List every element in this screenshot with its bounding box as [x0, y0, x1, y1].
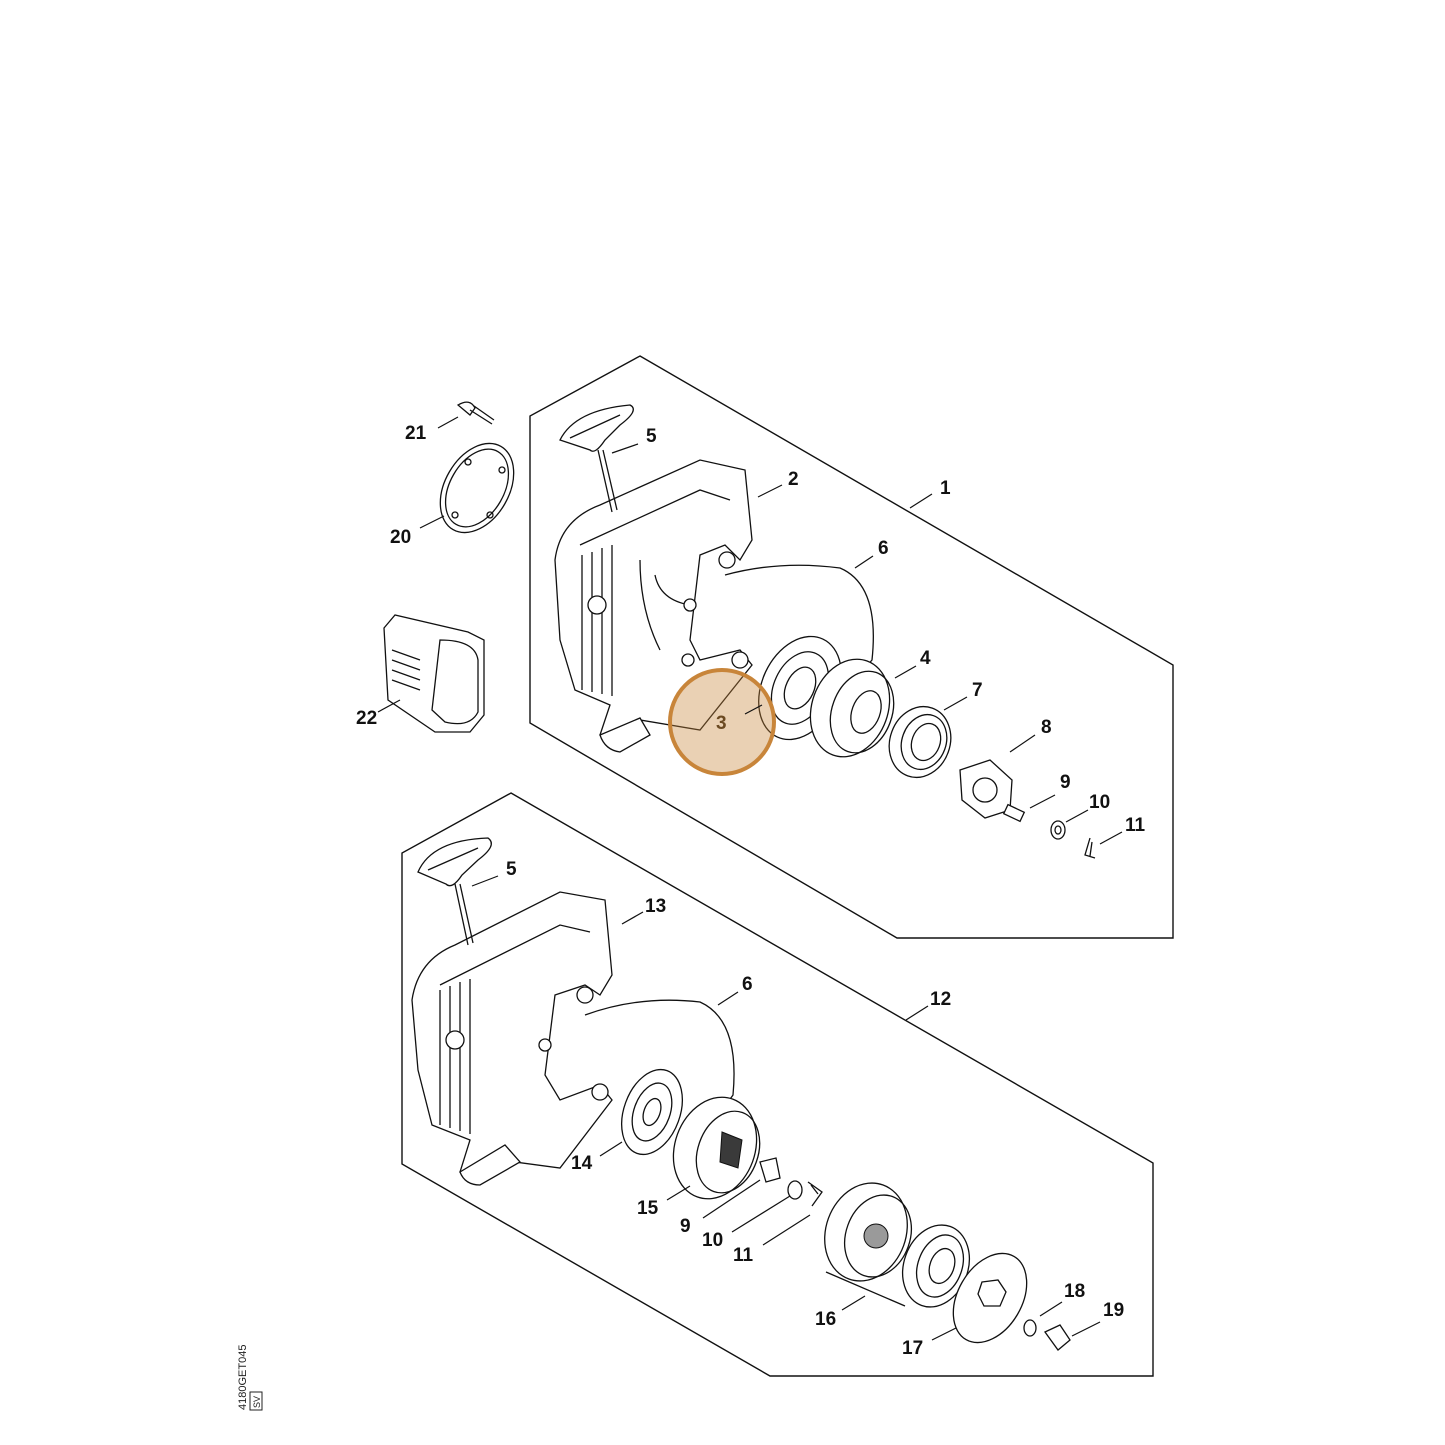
label-part-2: 2 [788, 469, 799, 490]
label-part-10-upper: 10 [1089, 792, 1110, 813]
label-part-14: 14 [571, 1153, 593, 1174]
screw-21 [456, 401, 495, 425]
label-part-19: 19 [1103, 1300, 1124, 1321]
drawing-code-box-text: SV [252, 1396, 262, 1408]
label-part-13: 13 [645, 896, 666, 917]
label-part-21: 21 [405, 423, 427, 444]
label-part-1: 1 [940, 478, 951, 499]
label-part-6-lower: 6 [742, 974, 753, 995]
label-part-17: 17 [902, 1338, 923, 1359]
label-part-9-lower: 9 [680, 1216, 691, 1237]
label-part-10-lower: 10 [702, 1230, 723, 1251]
washer-10-lower [787, 1180, 803, 1200]
label-part-16: 16 [815, 1309, 836, 1330]
spring-clip-upper [1084, 837, 1096, 859]
leader-lines [377, 416, 1123, 1341]
label-part-22: 22 [356, 708, 377, 729]
washer-upper [1050, 820, 1066, 840]
pawl-carrier-upper [959, 759, 1026, 823]
air-guide-22 [383, 614, 485, 733]
pawl-9-lower [759, 1157, 781, 1183]
label-part-8: 8 [1041, 717, 1052, 738]
label-part-20: 20 [390, 527, 411, 548]
label-part-11-upper: 11 [1125, 815, 1146, 836]
label-part-18: 18 [1064, 1281, 1085, 1302]
spring-upper [888, 705, 952, 779]
label-part-5-upper: 5 [646, 426, 657, 447]
label-part-6-upper: 6 [878, 538, 889, 559]
assembly-frame-12 [401, 792, 1154, 1377]
highlight-marker-part-3[interactable] [668, 668, 776, 776]
label-part-15: 15 [637, 1198, 659, 1219]
starter-grip-lower [417, 837, 492, 946]
starter-rope-upper [724, 564, 874, 669]
rope-rotor-15 [672, 1096, 761, 1200]
label-part-3[interactable]: 3 [716, 713, 727, 734]
label-part-12: 12 [930, 989, 951, 1010]
drawing-code-text: 4180GET045 [237, 1345, 249, 1410]
spring-17 [902, 1224, 970, 1308]
label-part-5-lower: 5 [506, 859, 517, 880]
label-part-4: 4 [920, 648, 931, 669]
starter-rope-lower [584, 999, 735, 1103]
washer-18 [1023, 1319, 1037, 1337]
disc-17 [952, 1252, 1028, 1344]
rewind-spring-14 [621, 1068, 683, 1156]
gasket-cover-20 [439, 442, 515, 534]
clip-11-lower [807, 1181, 823, 1207]
starter-grip-upper [559, 404, 634, 513]
fan-housing-lower [411, 891, 613, 1186]
label-part-11-lower: 11 [733, 1245, 754, 1266]
label-part-9-upper: 9 [1060, 772, 1071, 793]
rope-rotor-upper [809, 658, 895, 758]
label-part-7: 7 [972, 680, 983, 701]
assembly-frame-1 [529, 355, 1174, 939]
screw-19 [1044, 1324, 1071, 1351]
drawing-code: 4180GET045 SV [237, 1345, 263, 1411]
cup-16 [824, 1182, 912, 1307]
